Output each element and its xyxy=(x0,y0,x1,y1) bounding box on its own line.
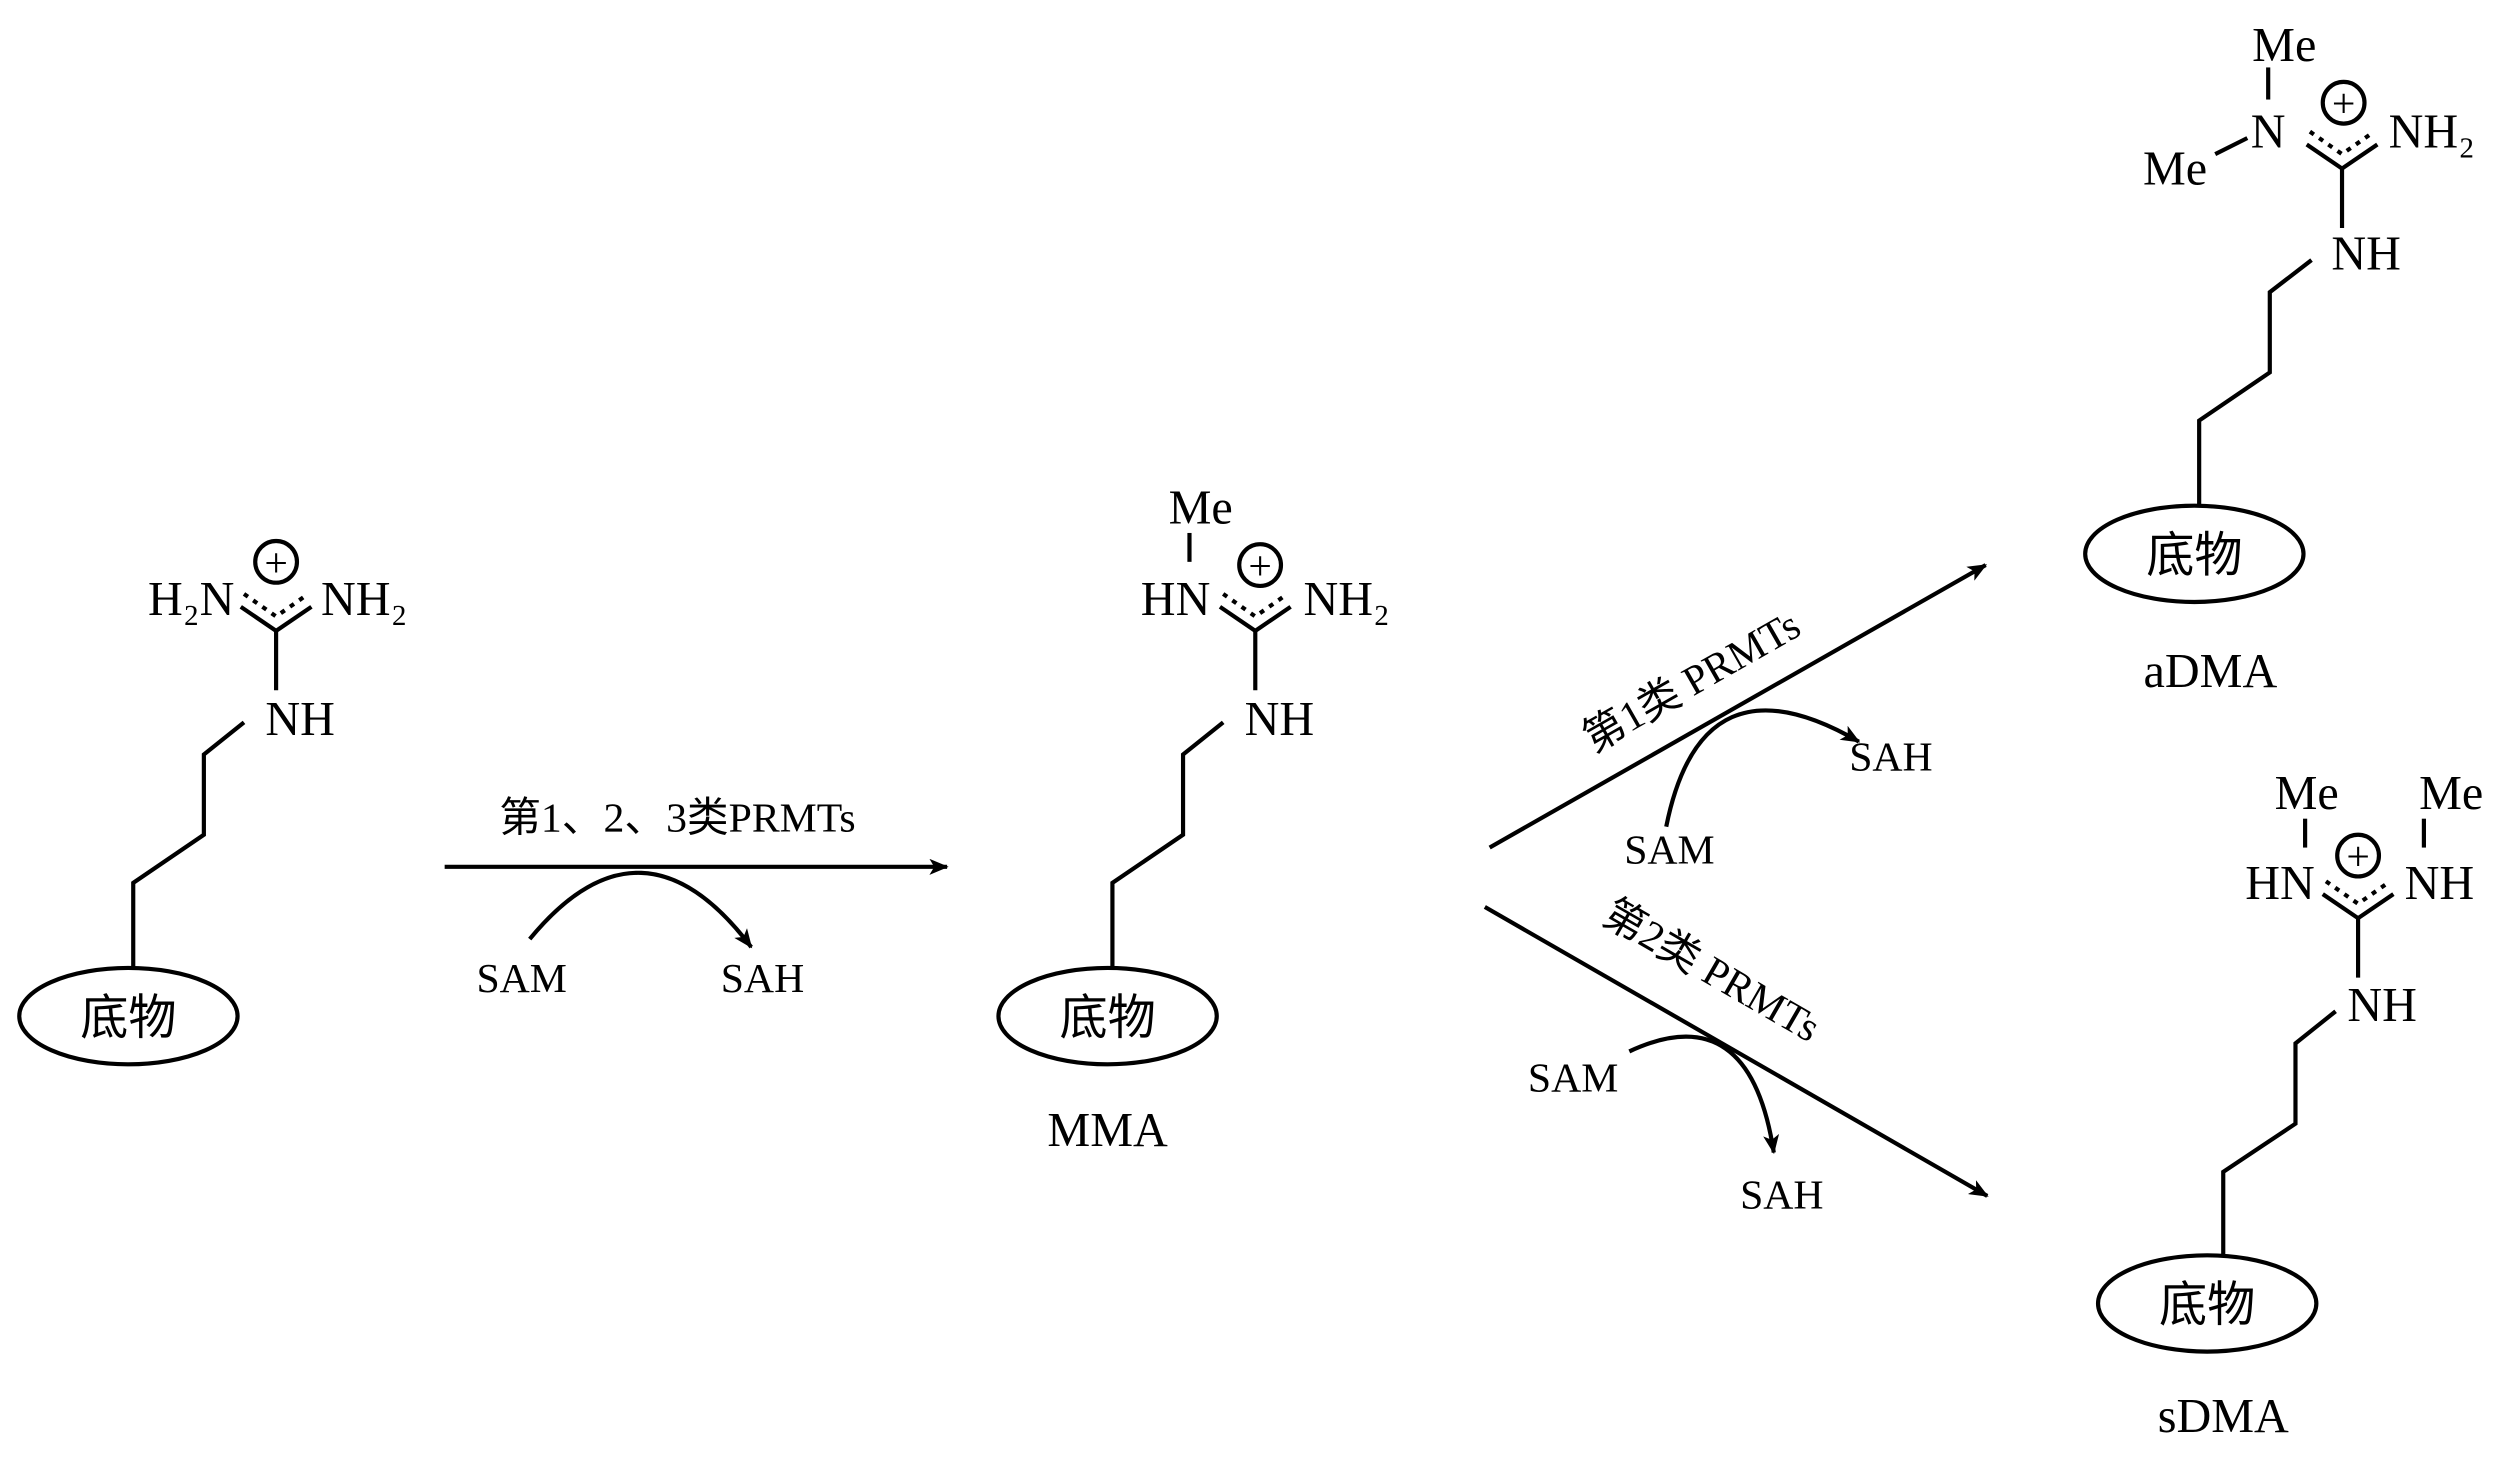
side-chain xyxy=(131,720,246,968)
substrate-label: 底物 xyxy=(2159,1279,2255,1332)
sah-label: SAH xyxy=(1740,1173,1823,1219)
methyl-label: Me xyxy=(2143,143,2207,196)
nh-label: NH xyxy=(2347,979,2417,1032)
arginine-structure: 底物 NH + H₂N NH₂ xyxy=(17,538,407,1067)
positive-charge-icon xyxy=(1237,542,1284,589)
substrate-ellipse xyxy=(17,965,240,1067)
adma-label: aDMA xyxy=(2144,645,2278,698)
positive-charge-icon xyxy=(2320,79,2367,126)
nh-label: NH xyxy=(1245,693,1315,746)
nh2-label: NH₂ xyxy=(2389,106,2475,159)
nh-label: NH xyxy=(2331,228,2401,281)
sah-label: SAH xyxy=(721,956,804,1002)
substrate-label: 底物 xyxy=(80,992,176,1045)
reaction-type1: 第1类 PRMTs SAM SAH xyxy=(1488,563,1988,874)
enzyme-label: 第1、2、3类PRMTs xyxy=(499,796,855,842)
sdma-label: sDMA xyxy=(2158,1390,2289,1443)
substrate-label: 底物 xyxy=(2146,529,2242,582)
positive-charge-icon xyxy=(253,538,300,585)
substrate-ellipse xyxy=(2083,503,2306,605)
plus-sign: + xyxy=(2346,834,2370,880)
nh2-label: NH₂ xyxy=(321,573,407,626)
hn-label: HN xyxy=(1141,573,1211,626)
substrate-ellipse xyxy=(2095,1253,2319,1354)
methyl-label: Me xyxy=(2275,767,2339,820)
sam-label: SAM xyxy=(1624,828,1714,874)
adma-structure: 底物 NH + N NH₂ Me Me aDMA xyxy=(2083,19,2475,698)
methyl-label: Me xyxy=(2419,767,2483,820)
nh-label: NH xyxy=(265,693,335,746)
mma-structure: 底物 NH + HN NH₂ Me MMA xyxy=(996,481,1390,1157)
hn-label: HN xyxy=(2245,857,2315,910)
sam-label: SAM xyxy=(1528,1056,1618,1102)
mma-label: MMA xyxy=(1047,1104,1168,1157)
reaction-step1: 第1、2、3类PRMTs SAM SAH xyxy=(444,796,949,1002)
plus-sign: + xyxy=(2332,81,2356,127)
reaction-type2: 第2类 PRMTs SAM SAH xyxy=(1483,891,1989,1219)
plus-sign: + xyxy=(1248,544,1272,590)
h2n-label: H₂N xyxy=(148,573,234,626)
sam-label: SAM xyxy=(476,956,566,1002)
plus-sign: + xyxy=(264,540,288,586)
nh2-label: NH₂ xyxy=(1303,573,1389,626)
substrate-label: 底物 xyxy=(1059,992,1155,1045)
sah-label: SAH xyxy=(1849,735,1932,781)
sdma-structure: 底物 NH + HN NH Me Me sDMA xyxy=(2095,767,2483,1443)
methyl-label: Me xyxy=(1169,481,1233,534)
nh-label: NH xyxy=(2405,857,2475,910)
methyl-label: Me xyxy=(2252,19,2316,72)
enzyme-label: 第2类 PRMTs xyxy=(1595,891,1827,1052)
n-label: N xyxy=(2251,106,2286,159)
enzyme-label: 第1类 PRMTs xyxy=(1576,602,1809,762)
positive-charge-icon xyxy=(2335,832,2382,879)
substrate-ellipse xyxy=(996,965,1219,1067)
